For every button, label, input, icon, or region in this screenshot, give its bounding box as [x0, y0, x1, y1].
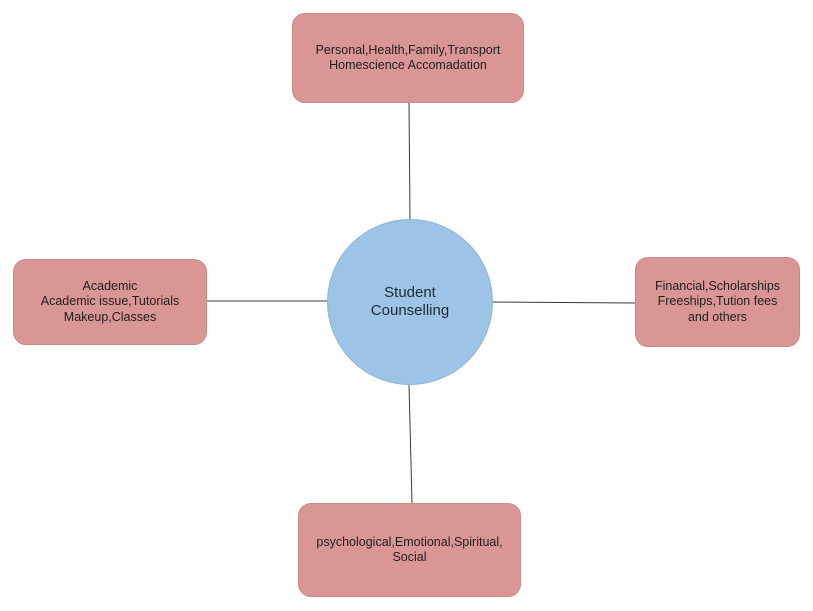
node-psychological-line-2: Social — [392, 550, 427, 564]
connector-right — [492, 301, 636, 304]
node-academic-line-3: Makeup,Classes — [63, 309, 157, 324]
node-personal-line-2: Homescience Accomadation — [329, 58, 487, 72]
node-financial-line-2: Freeships,Tution fees — [657, 294, 778, 309]
node-personal[interactable]: Personal,Health,Family,Transport Homesci… — [292, 13, 524, 103]
center-node-line-1: Student — [384, 284, 436, 301]
connector-top — [408, 102, 411, 220]
node-academic-line-2: Academic issue,Tutorials — [40, 294, 180, 309]
node-academic[interactable]: Academic Academic issue,Tutorials Makeup… — [13, 259, 207, 345]
center-node-line-2: Counselling — [370, 302, 450, 319]
connector-bottom — [408, 384, 413, 504]
node-personal-line-1: Personal,Health,Family,Transport — [315, 42, 501, 57]
node-psychological[interactable]: psychological,Emotional,Spiritual, Socia… — [298, 503, 521, 597]
node-financial-line-3: and others — [687, 309, 748, 324]
node-financial-line-1: Financial,Scholarships — [654, 278, 781, 293]
center-node-student-counselling[interactable]: Student Counselling — [327, 219, 493, 385]
node-academic-line-1: Academic — [82, 278, 138, 293]
node-financial[interactable]: Financial,Scholarships Freeships,Tution … — [635, 257, 800, 347]
node-psychological-line-1: psychological,Emotional,Spiritual, — [316, 534, 503, 549]
